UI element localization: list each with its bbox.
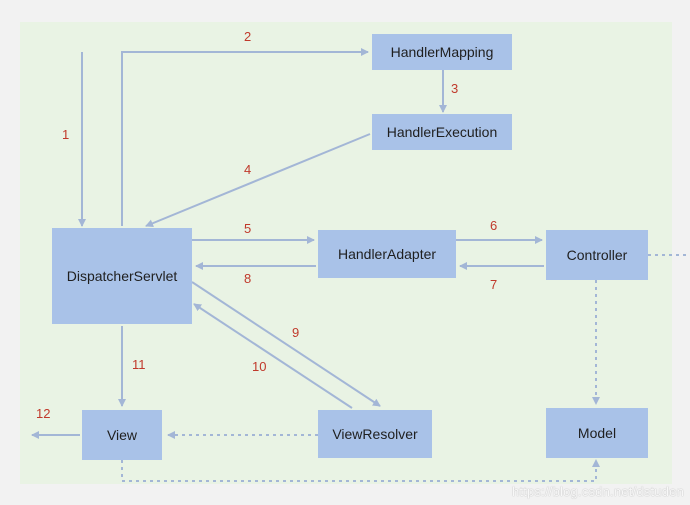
step-label-4: 4: [244, 162, 252, 177]
step-label-1: 1: [62, 127, 70, 142]
arrow-10: [193, 303, 353, 409]
step-label-9: 9: [292, 325, 300, 340]
watermark: https://blog.csdn.net/dstuden: [511, 484, 684, 499]
step-label-6: 6: [490, 218, 498, 233]
step-label-8: 8: [244, 271, 252, 286]
view-box: View: [82, 410, 162, 460]
handler-mapping-box: HandlerMapping: [372, 34, 512, 70]
step-label-7: 7: [490, 277, 498, 292]
step-label-11: 11: [132, 357, 146, 372]
step-label-12: 12: [36, 406, 51, 421]
step-label-3: 3: [451, 81, 459, 96]
dispatcher-servlet-box: DispatcherServlet: [52, 228, 192, 324]
arrow-4: [145, 133, 371, 228]
handler-adapter-box: HandlerAdapter: [318, 230, 456, 278]
step-label-2: 2: [244, 29, 252, 44]
view-resolver-box: ViewResolver: [318, 410, 432, 458]
arrow-view-to-model: [121, 459, 600, 482]
arrow-2: [121, 48, 369, 226]
step-label-10: 10: [252, 359, 267, 374]
model-box: Model: [546, 408, 648, 458]
handler-execution-box: HandlerExecution: [372, 114, 512, 150]
arrow-9: [191, 281, 381, 407]
controller-box: Controller: [546, 230, 648, 280]
step-label-5: 5: [244, 221, 252, 236]
